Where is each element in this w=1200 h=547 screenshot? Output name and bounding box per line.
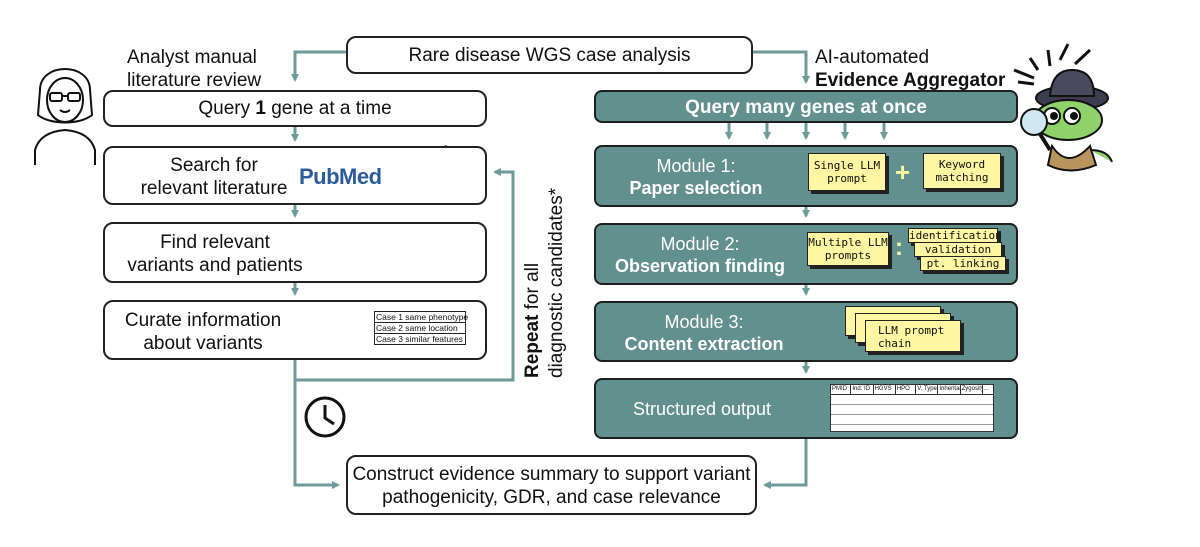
table-header-cell: V. Type: [917, 385, 939, 394]
m1-title: Module 1:: [656, 156, 736, 176]
left-query-post: gene at a time: [265, 98, 392, 119]
right-header-line2: Evidence Aggregator: [815, 70, 1006, 91]
m2-colon: :: [895, 234, 903, 261]
bottom-line1: Construct evidence summary to support va…: [352, 464, 751, 485]
clock-icon: [304, 396, 346, 438]
left-curate-l2: about variants: [143, 333, 263, 354]
table-header-cell: PMID: [831, 385, 852, 394]
table-header-cell: Zygosity: [961, 385, 983, 394]
analyst-person-icon: [34, 68, 96, 165]
left-curate-box: Curate information about variants: [103, 300, 487, 360]
table-row: [831, 405, 993, 415]
left-find-l2: variants and patients: [127, 255, 303, 276]
table-row: [831, 425, 993, 434]
m2-note-multiple-llm: Multiple LLM prompts: [807, 232, 889, 266]
left-find-l1: Find relevant: [160, 232, 270, 253]
repeat-label: Repeat for all: [522, 263, 544, 378]
arrow-repeat-loop: [293, 168, 515, 382]
m2-tag-pt-linking: pt. linking: [920, 256, 1006, 271]
repeat-bold: Repeat: [522, 314, 543, 378]
m2-title: Module 2:: [660, 234, 740, 254]
case-item: Case 1 same phenotype: [375, 312, 469, 323]
repeat-label-line2: diagnostic candidates*: [546, 187, 567, 378]
left-curate-l1: Curate information: [124, 310, 282, 331]
m3-note-llm-chain: LLM prompt chain: [865, 320, 961, 352]
m3-sub: Content extraction: [624, 334, 784, 354]
m1-note-single-llm: Single LLM prompt: [808, 153, 886, 191]
left-query-text: Query 1 gene at a time: [105, 97, 485, 120]
bottom-line2: pathogenicity, GDR, and case relevance: [382, 487, 721, 508]
m3-note-l1: LLM prompt: [878, 324, 945, 337]
m2-sub: Observation finding: [614, 256, 785, 276]
top-case-analysis-box: Rare disease WGS case analysis: [346, 36, 753, 74]
m2-note1-l2: prompts: [824, 249, 872, 262]
left-header-line1: Analyst manual: [127, 47, 257, 68]
arrow-top-to-left: [291, 50, 347, 82]
m2-tag-identification: identification: [908, 228, 1002, 243]
m1-plus: +: [895, 157, 911, 187]
arrow-left-to-bottom: [293, 380, 340, 489]
case-list: Case 1 same phenotype Case 2 same locati…: [374, 311, 469, 345]
structured-label: Structured output: [632, 399, 772, 419]
left-header-line2: literature review: [127, 70, 262, 91]
left-search-l2: relevant literature: [140, 178, 288, 199]
m1-sub: Paper selection: [629, 178, 763, 198]
table-header-cell: Inheritance: [939, 385, 961, 394]
m1-note2-l2: matching: [935, 171, 989, 184]
pubmed-logo: PubMed: [299, 164, 382, 189]
arrow-top-to-right: [752, 50, 810, 84]
bottom-summary-box: Construct evidence summary to support va…: [346, 455, 757, 515]
m1-note1-l1: Single LLM: [813, 159, 881, 172]
top-title: Rare disease WGS case analysis: [408, 45, 691, 66]
arrow-output-to-bottom: [763, 439, 808, 489]
table-row: [831, 415, 993, 425]
table-header-cell: HGVS: [874, 385, 896, 394]
left-query-num: 1: [255, 98, 266, 119]
case-item: Case 3 similar features: [376, 334, 463, 344]
m3-title: Module 3:: [664, 312, 744, 332]
left-find-box: Find relevant variants and patients: [103, 222, 487, 283]
table-header-cell: ...: [983, 386, 989, 392]
table-header-cell: Ind. ID: [851, 385, 874, 394]
m2-note1-l1: Multiple LLM: [808, 236, 888, 249]
left-query-pre: Query: [198, 98, 256, 119]
left-query-box: Query 1 gene at a time: [103, 90, 487, 127]
query-many-text: Query many genes at once: [685, 97, 927, 118]
right-header-line1: AI-automated: [815, 47, 930, 68]
m3-note-l2: chain: [878, 337, 912, 350]
case-item: Case 2 same location: [375, 323, 465, 334]
query-many-box: Query many genes at once: [594, 90, 1018, 123]
structured-table: PMID Ind. ID HGVS HPO V. Type Inheritanc…: [830, 384, 994, 432]
table-row: [831, 395, 993, 405]
m1-note2-l1: Keyword: [938, 158, 986, 171]
repeat-rest: for all: [522, 262, 543, 315]
m1-note1-l2: prompt: [827, 172, 867, 185]
left-search-l1: Search for: [170, 155, 258, 176]
m2-tag-validation: validation: [914, 242, 1002, 257]
structured-table-header: PMID Ind. ID HGVS HPO V. Type Inheritanc…: [831, 385, 993, 395]
m1-note-keyword: Keyword matching: [923, 153, 1001, 189]
detective-mascot-icon: [1013, 43, 1113, 172]
table-header-cell: HPO: [896, 385, 917, 394]
left-search-box: Search for relevant literature PubMed: [103, 146, 487, 205]
